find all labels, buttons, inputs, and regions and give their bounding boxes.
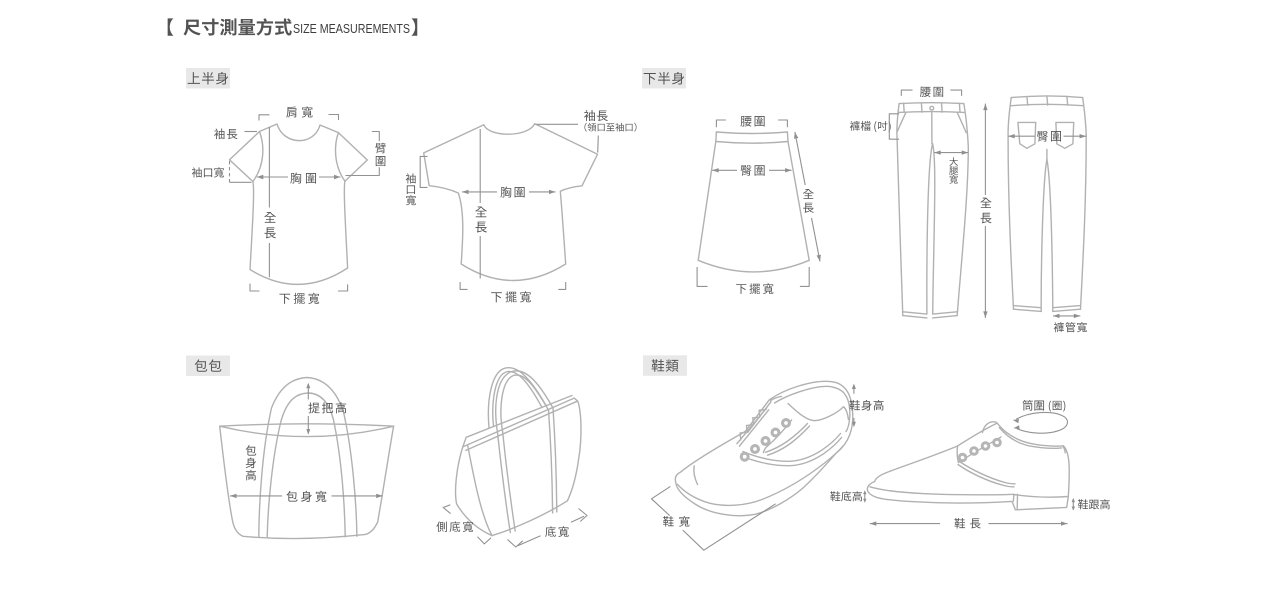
svg-text:SIZE MEASUREMENTS: SIZE MEASUREMENTS <box>293 21 410 36</box>
